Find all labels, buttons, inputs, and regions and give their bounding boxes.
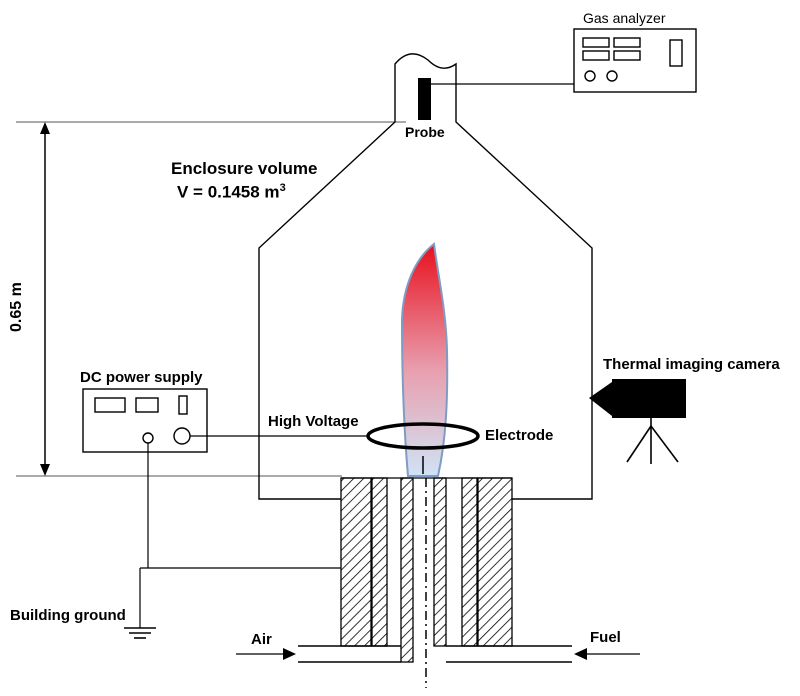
thermal-camera <box>589 379 686 464</box>
high-voltage-label: High Voltage <box>268 413 359 430</box>
probe <box>418 78 431 120</box>
building-ground-label: Building ground <box>10 607 126 624</box>
height-dimension <box>16 121 406 477</box>
height-label: 0.65 m <box>8 282 25 332</box>
enclosure-volume-text: V = 0.1458 m <box>177 182 280 202</box>
flame <box>400 242 449 477</box>
air-label: Air <box>251 631 272 648</box>
gas-analyzer-label: Gas analyzer <box>583 10 666 26</box>
ground-wiring <box>124 443 341 639</box>
enclosure-outline <box>258 53 593 500</box>
enclosure-volume-unit-exponent: 3 <box>279 182 286 194</box>
dc-power-supply <box>82 388 208 453</box>
burner <box>340 456 513 688</box>
enclosure-volume-label: Enclosure volume <box>171 159 318 178</box>
probe-label: Probe <box>405 124 445 140</box>
air-arrow <box>236 648 296 660</box>
supply-pipes <box>298 645 572 663</box>
fuel-label: Fuel <box>590 629 621 646</box>
gas-analyzer <box>573 28 697 93</box>
enclosure-volume-value: V = 0.1458 m3 <box>177 183 286 201</box>
dc-power-supply-label: DC power supply <box>80 369 203 386</box>
electrode-label: Electrode <box>485 427 554 444</box>
thermal-camera-label: Thermal imaging camera <box>603 356 780 373</box>
fuel-arrow <box>574 648 640 660</box>
